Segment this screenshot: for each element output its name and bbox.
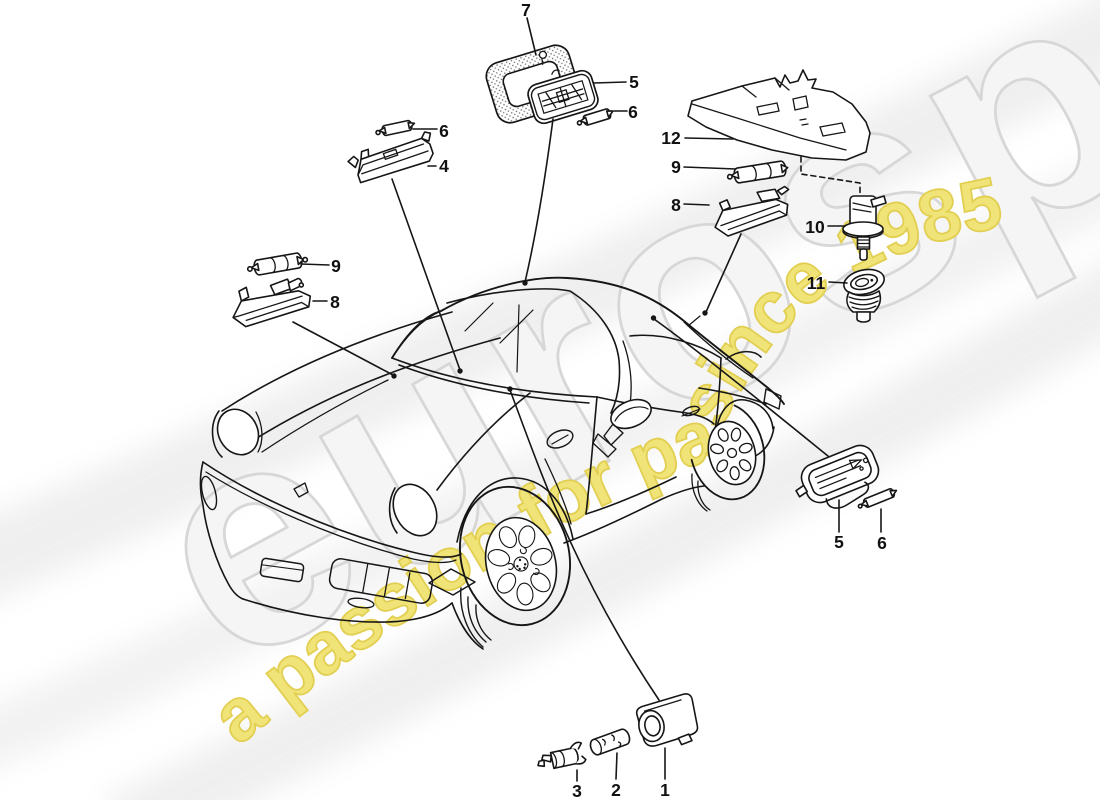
svg-text:5: 5 [629, 72, 639, 92]
svg-text:9: 9 [671, 157, 681, 177]
svg-text:12: 12 [661, 128, 681, 148]
svg-text:5: 5 [834, 532, 844, 552]
svg-text:11: 11 [807, 273, 826, 293]
svg-text:3: 3 [572, 781, 582, 800]
svg-text:6: 6 [628, 102, 638, 122]
svg-text:8: 8 [671, 195, 681, 215]
svg-text:6: 6 [439, 121, 449, 141]
svg-text:2: 2 [611, 780, 621, 800]
svg-text:6: 6 [877, 533, 887, 553]
svg-text:1: 1 [660, 780, 670, 800]
svg-text:7: 7 [521, 0, 531, 20]
svg-text:10: 10 [805, 217, 825, 237]
svg-text:9: 9 [331, 256, 341, 276]
svg-text:4: 4 [439, 156, 449, 176]
svg-text:8: 8 [330, 292, 340, 312]
